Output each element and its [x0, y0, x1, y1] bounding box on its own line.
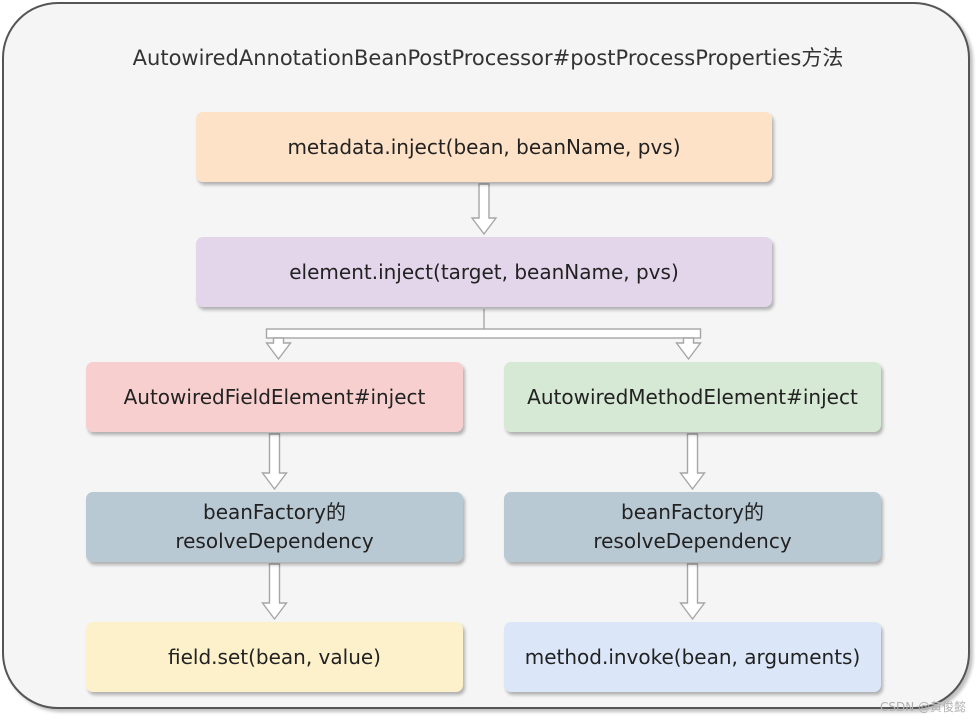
branch-bar: [265, 328, 702, 339]
node-autowired-field-element: AutowiredFieldElement#inject: [86, 362, 463, 432]
arrow-element-inject-to-method-element: [675, 337, 702, 361]
arrow-field-resolve-to-field-set: [261, 563, 288, 621]
node-method-resolve-dependency: beanFactory的 resolveDependency: [504, 492, 881, 562]
arrow-method-element-to-method-resolve: [679, 433, 706, 491]
node-field-resolve-dependency: beanFactory的 resolveDependency: [86, 492, 463, 562]
diagram-title: AutowiredAnnotationBeanPostProcessor#pos…: [132, 46, 844, 70]
node-method-invoke: method.invoke(bean, arguments): [504, 622, 881, 692]
arrow-field-element-to-field-resolve: [261, 433, 288, 491]
node-field-set: field.set(bean, value): [86, 622, 463, 692]
arrow-element-inject-to-field-element: [265, 337, 292, 361]
node-autowired-method-element: AutowiredMethodElement#inject: [504, 362, 881, 432]
arrow-method-resolve-to-method-invoke: [679, 563, 706, 621]
node-metadata-inject: metadata.inject(bean, beanName, pvs): [196, 112, 772, 182]
arrow-metadata-inject-to-element-inject: [470, 183, 498, 236]
watermark-text: CSDN @黄俊懿: [879, 700, 966, 714]
node-element-inject: element.inject(target, beanName, pvs): [196, 237, 772, 307]
